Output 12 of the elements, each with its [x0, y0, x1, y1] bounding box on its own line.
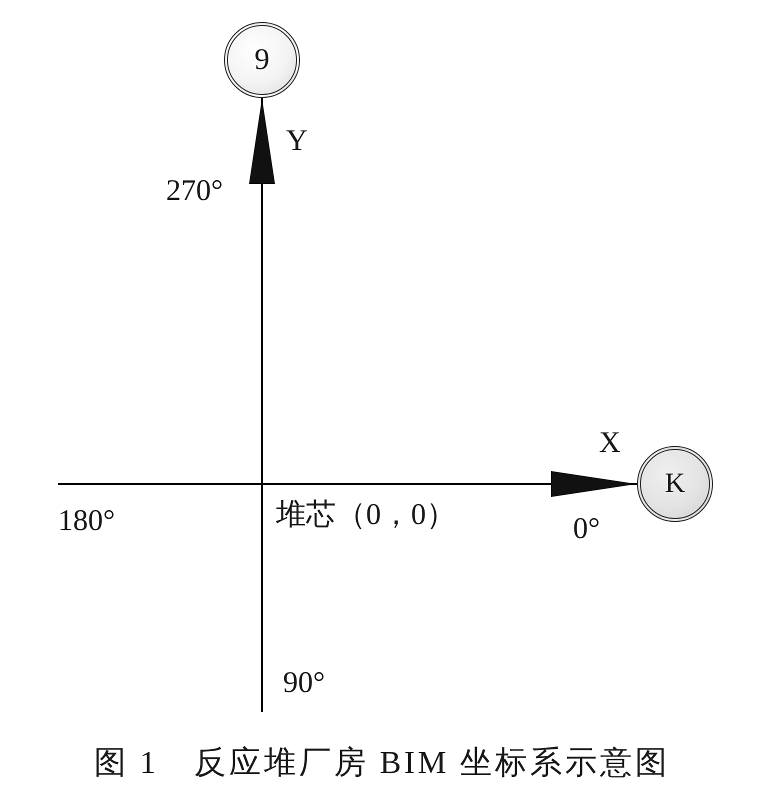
axis-label: X	[599, 428, 621, 458]
grid-bubble: 9	[224, 22, 300, 98]
angle-label: 180°	[58, 506, 115, 536]
angle-label: 0°	[573, 514, 600, 544]
figure-caption: 图 1 反应堆厂房 BIM 坐标系示意图	[92, 746, 672, 778]
angle-label: 270°	[166, 176, 223, 206]
origin-label: 堆芯（0，0）	[276, 500, 456, 530]
angle-label: 90°	[283, 668, 325, 698]
grid-bubble: K	[637, 446, 713, 522]
arrow	[249, 98, 275, 712]
axis-label: Y	[286, 126, 308, 156]
arrow	[58, 471, 637, 497]
